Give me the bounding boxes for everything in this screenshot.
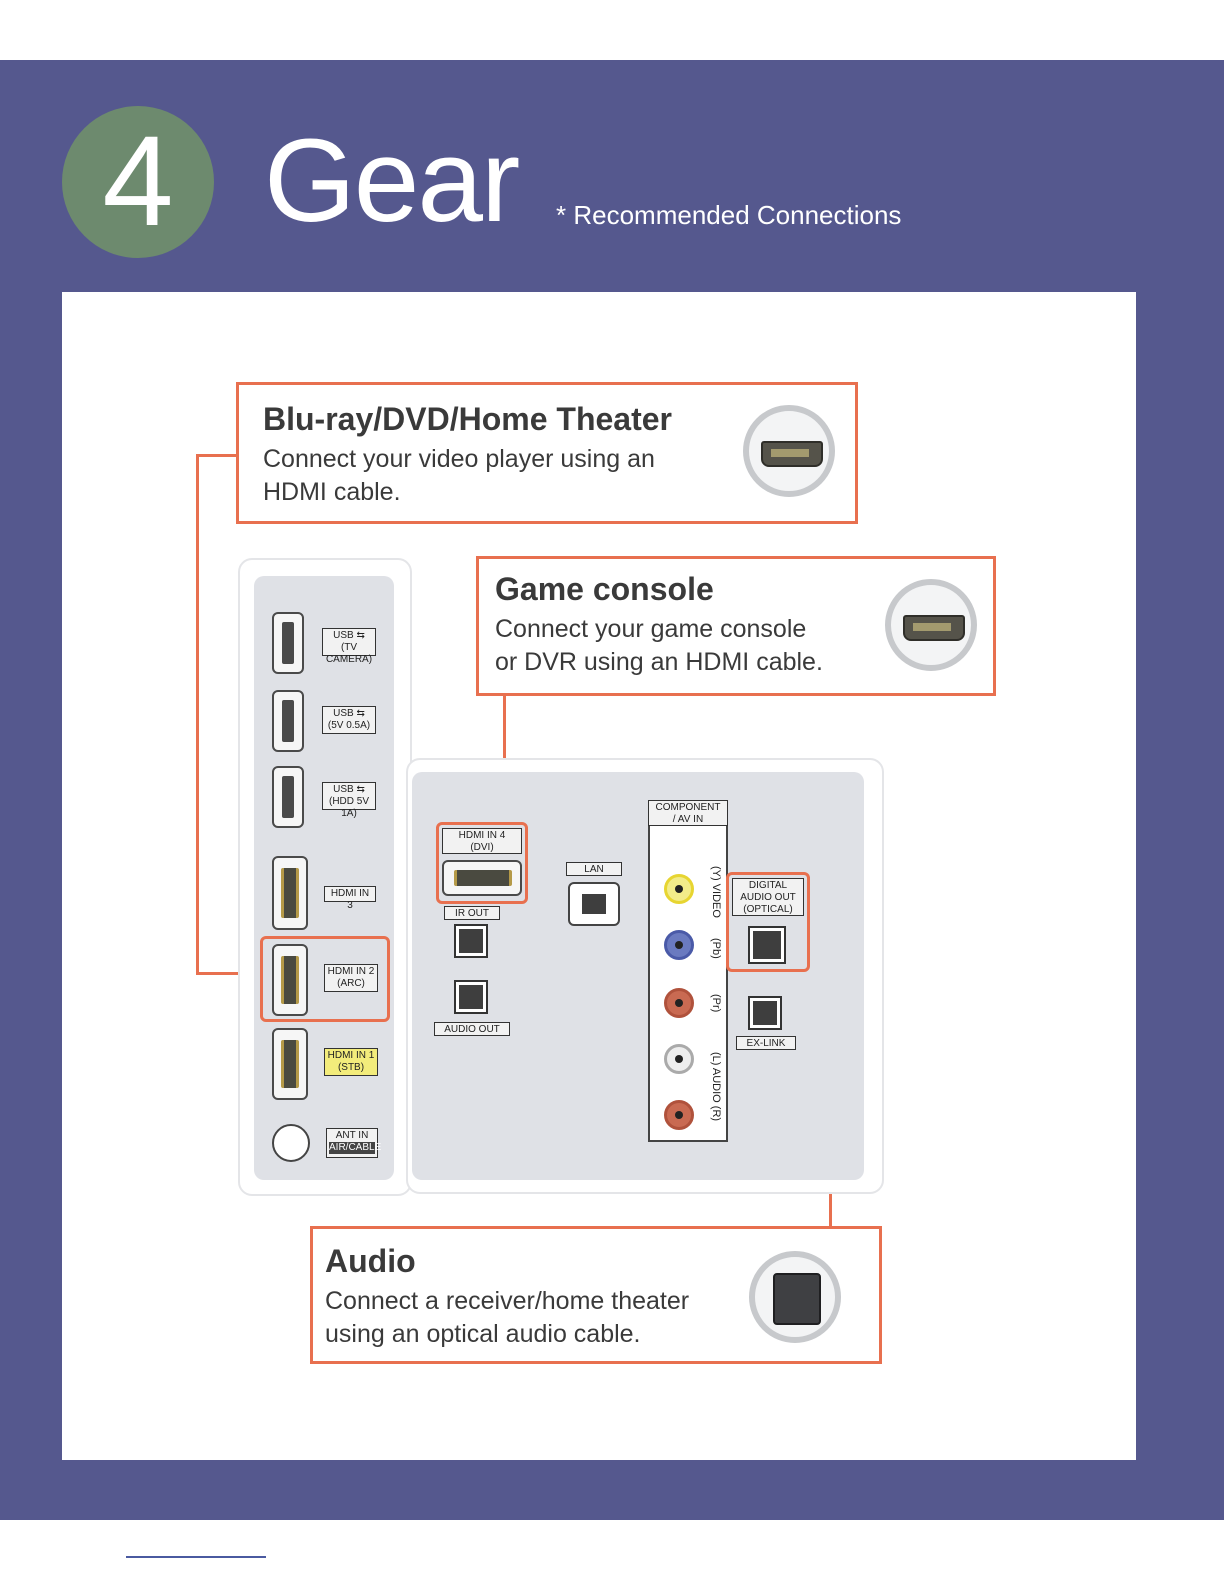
audio-lr-label: (L) AUDIO (R) <box>710 1052 722 1122</box>
game-console-text-line1: Connect your game console <box>495 615 807 643</box>
ir-out-label: IR OUT <box>444 906 500 920</box>
hdmi-in-1-port[interactable] <box>272 1028 308 1100</box>
digital-audio-out-port[interactable] <box>748 926 786 964</box>
game-console-callout: Game console Connect your game console o… <box>476 556 996 696</box>
hdmi-in-4-label: HDMI IN 4(DVI) <box>442 828 522 854</box>
pb-label: (Pb) <box>710 938 722 959</box>
audio-out-port[interactable] <box>454 980 488 1014</box>
lan-label: LAN <box>566 862 622 876</box>
bluray-connector-line <box>196 454 199 974</box>
audio-callout: Audio Connect a receiver/home theater us… <box>310 1226 882 1364</box>
usb-5v-label: USB ⇆(5V 0.5A) <box>322 706 376 734</box>
hdmi-plug-icon <box>743 405 835 497</box>
audio-text-line2: using an optical audio cable. <box>325 1320 641 1348</box>
usb-hdd-label: USB ⇆(HDD 5V 1A) <box>322 782 376 819</box>
step-number-badge: 4 <box>62 106 214 258</box>
bluray-text-line1: Connect your video player using an <box>263 445 655 473</box>
usb-port-hdd[interactable] <box>272 766 304 828</box>
hdmi-in-4-highlight <box>436 822 528 904</box>
optical-plug-icon <box>749 1251 841 1343</box>
ex-link-label: EX-LINK <box>736 1036 796 1050</box>
hdmi-in-3-label: HDMI IN 3 <box>324 886 376 911</box>
bluray-callout: Blu-ray/DVD/Home Theater Connect your vi… <box>236 382 858 524</box>
page-subtitle: * Recommended Connections <box>556 200 902 230</box>
component-pb-jack[interactable] <box>664 930 694 960</box>
audio-heading: Audio <box>325 1243 416 1279</box>
usb-tv-camera-label: USB ⇆(TV CAMERA) <box>322 628 376 665</box>
bluray-text-line2: HDMI cable. <box>263 478 401 506</box>
bluray-heading: Blu-ray/DVD/Home Theater <box>263 401 672 437</box>
hdmi-in-2-label: HDMI IN 2(ARC) <box>324 964 378 992</box>
component-av-panel <box>648 800 728 1142</box>
lan-port[interactable] <box>568 882 620 926</box>
bluray-connector-line <box>196 972 262 975</box>
hdmi-in-2-highlight <box>260 936 390 1022</box>
component-av-label: COMPONENT/ AV IN <box>648 800 728 826</box>
hdmi-in-1-label: HDMI IN 1(STB) <box>324 1048 378 1076</box>
antenna-port[interactable] <box>272 1124 310 1162</box>
page-title: Gear <box>264 115 520 247</box>
component-pr-jack[interactable] <box>664 988 694 1018</box>
footer-rule <box>126 1556 266 1558</box>
hdmi-in-4-port[interactable] <box>442 860 522 896</box>
audio-r-jack[interactable] <box>664 1100 694 1130</box>
hdmi-plug-icon <box>885 579 977 671</box>
game-console-text-line2: or DVR using an HDMI cable. <box>495 648 823 676</box>
video-y-label: (Y) VIDEO <box>710 866 722 918</box>
usb-port-5v[interactable] <box>272 690 304 752</box>
ir-out-port[interactable] <box>454 924 488 958</box>
bluray-connector-line <box>196 454 238 457</box>
game-console-heading: Game console <box>495 571 714 607</box>
video-y-jack[interactable] <box>664 874 694 904</box>
hdmi-in-2-port[interactable] <box>272 944 308 1016</box>
digital-audio-out-highlight <box>726 872 810 972</box>
audio-text-line1: Connect a receiver/home theater <box>325 1287 690 1315</box>
pr-label: (Pr) <box>710 994 722 1013</box>
usb-port-tv-camera[interactable] <box>272 612 304 674</box>
ex-link-port[interactable] <box>748 996 782 1030</box>
hdmi-in-3-port[interactable] <box>272 856 308 930</box>
audio-out-label: AUDIO OUT <box>434 1022 510 1036</box>
audio-l-jack[interactable] <box>664 1044 694 1074</box>
